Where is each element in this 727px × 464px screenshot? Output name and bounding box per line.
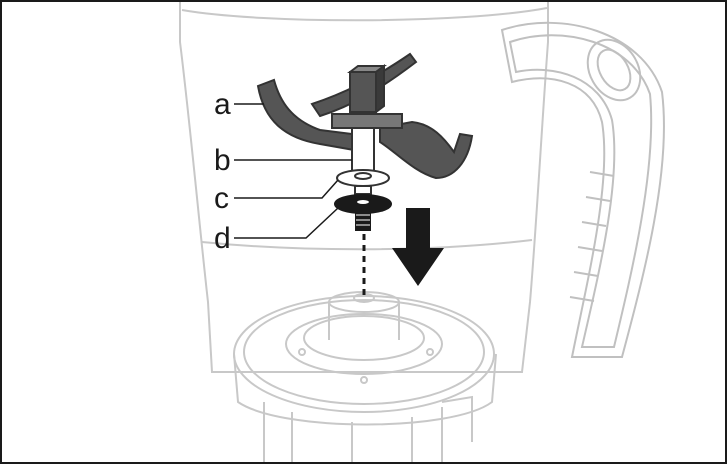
jar-handle bbox=[500, 21, 665, 358]
leader-lines bbox=[234, 103, 352, 239]
nut-part-d bbox=[334, 194, 392, 231]
label-d: d bbox=[214, 222, 231, 255]
washer-part-c bbox=[336, 169, 390, 195]
label-a: a bbox=[214, 88, 231, 121]
blender-jar bbox=[179, 2, 549, 373]
blender-base bbox=[233, 291, 497, 462]
blade-part-a bbox=[256, 52, 474, 180]
label-c: c bbox=[214, 182, 229, 215]
shaft-part-b bbox=[351, 127, 375, 177]
label-b: b bbox=[214, 144, 231, 177]
down-arrow-icon bbox=[392, 208, 444, 286]
